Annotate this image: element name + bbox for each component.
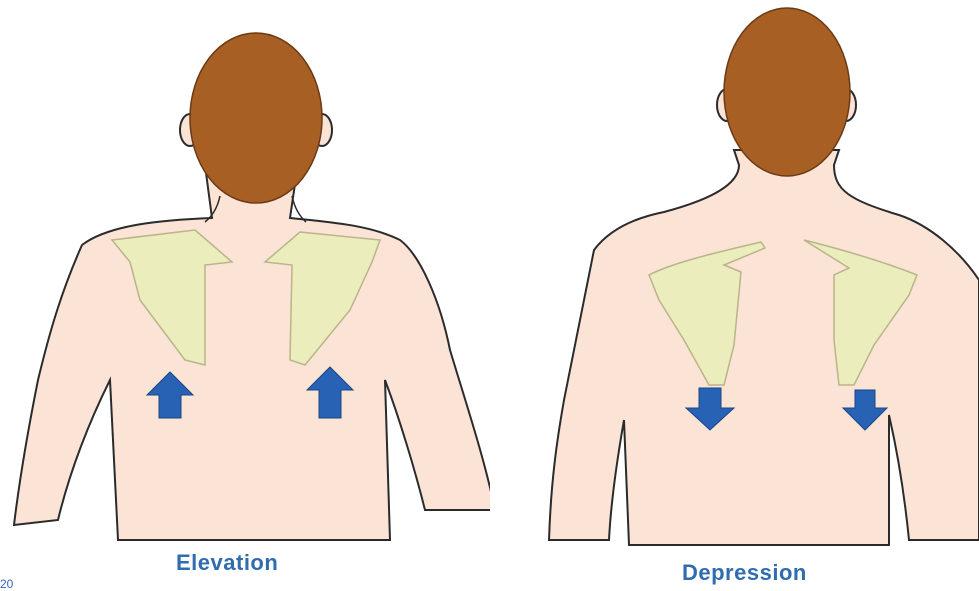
depression-illustration xyxy=(489,0,979,589)
depression-caption: Depression xyxy=(682,560,807,586)
head xyxy=(724,8,850,176)
elevation-caption: Elevation xyxy=(176,550,278,576)
depression-figure: Depression xyxy=(489,0,979,589)
elevation-illustration xyxy=(0,0,490,589)
corner-text: 20 xyxy=(0,578,13,590)
head xyxy=(190,33,322,203)
torso xyxy=(14,150,490,540)
elevation-figure: Elevation xyxy=(0,0,490,589)
torso xyxy=(549,150,979,545)
